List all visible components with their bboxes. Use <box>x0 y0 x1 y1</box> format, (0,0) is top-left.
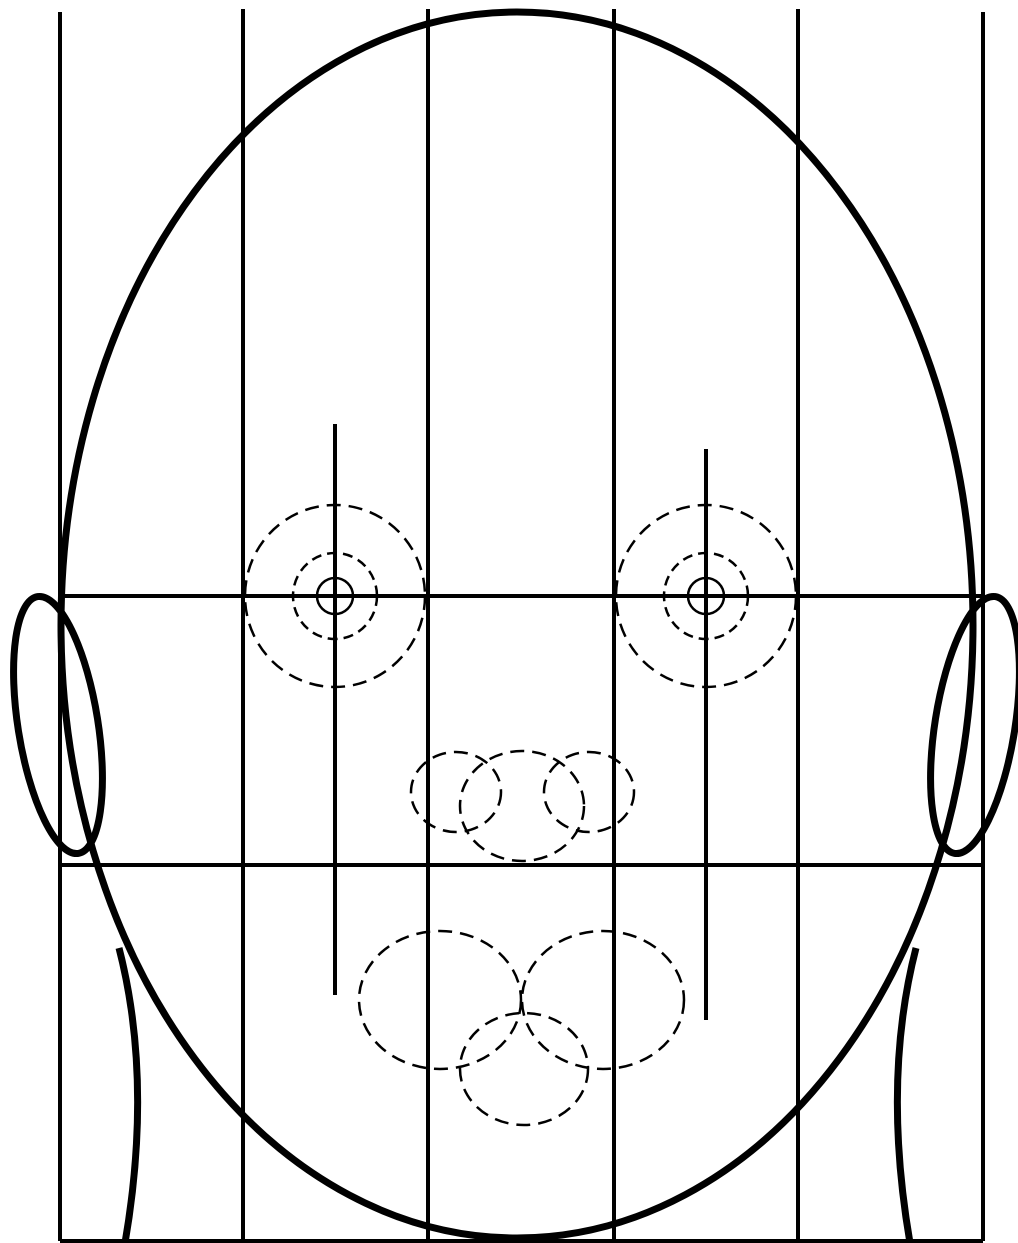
eye-axis-lines <box>335 424 706 1020</box>
mouth-right-lip-circle <box>522 931 684 1069</box>
neck-left-line <box>119 948 138 1243</box>
horizontal-guide-lines <box>60 596 983 1241</box>
head-outline <box>61 12 973 1238</box>
mouth-lower-lip-circle <box>460 1013 588 1125</box>
neck-right-line <box>897 948 916 1243</box>
nose-tip-circle <box>460 751 584 861</box>
nose-left-nostril-circle <box>411 752 501 832</box>
ears <box>0 590 1018 859</box>
nose-right-nostril-circle <box>544 752 634 832</box>
mouth-construction <box>359 931 684 1125</box>
mouth-left-lip-circle <box>359 931 521 1069</box>
nose-construction <box>411 751 634 861</box>
